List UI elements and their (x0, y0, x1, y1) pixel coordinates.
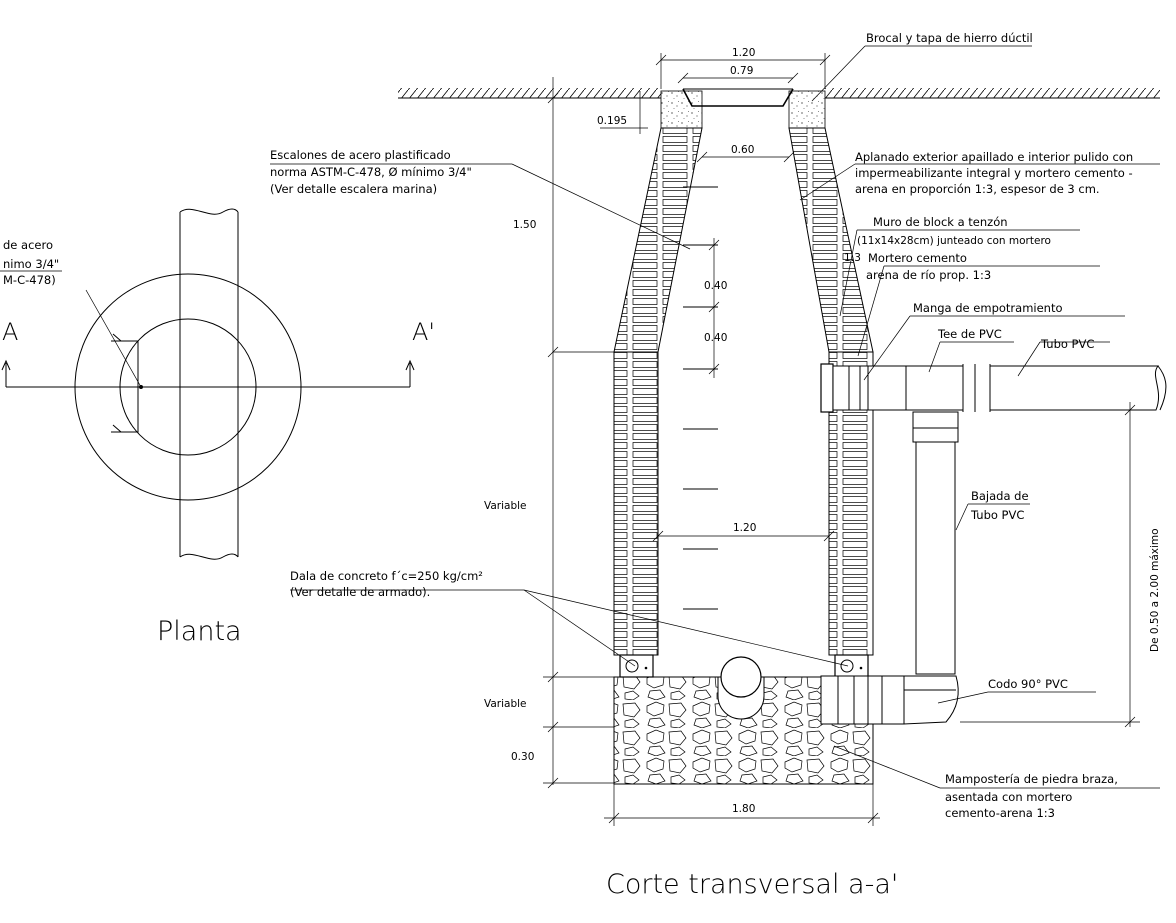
label-drop-pipe-1: Bajada de (971, 489, 1029, 503)
ladder-steps (683, 186, 718, 610)
label-pipe: Tubo PVC (1040, 337, 1094, 351)
dim-neck-opening: 0.60 (731, 144, 754, 156)
tee-body (832, 365, 964, 411)
ground-hatch-right (825, 88, 1160, 98)
label-steps-1: Escalones de acero plastificado (270, 148, 451, 162)
dim-drop-height: De 0.50 a 2.00 máximo (1149, 528, 1161, 652)
dim-base-height: Variable (484, 698, 527, 710)
drop-pipe (915, 441, 956, 675)
dimension-lines (543, 53, 1140, 826)
tee-branch (912, 411, 959, 443)
plan-title: Planta (157, 616, 242, 647)
label-block-wall-3: 1:3 (844, 252, 861, 264)
elbow-inlet (820, 675, 905, 725)
plan-steps (111, 333, 139, 433)
pvc-pipe-horizontal (990, 365, 1160, 411)
label-steps-2: norma ASTM-C-478, Ø mínimo 3/4" (270, 165, 472, 179)
cover-frame-right (788, 90, 826, 129)
dim-shaft-height: Variable (484, 500, 527, 512)
cover-frame-left (660, 90, 703, 129)
shaft-wall-left (613, 351, 659, 656)
label-block-wall-1: Muro de block a tenzón (873, 215, 1008, 229)
label-tee: Tee de PVC (937, 327, 1002, 341)
label-masonry-3: cemento-arena 1:3 (945, 806, 1055, 820)
label-plaster-2: impermeabilizante integral y mortero cem… (855, 166, 1133, 180)
label-drop-pipe-2: Tubo PVC (970, 508, 1024, 522)
section-view: 1.20 0.79 0.195 0.60 1.50 0.40 0.40 1.20… (270, 31, 1167, 900)
dim-shaft-width: 1.20 (733, 522, 756, 534)
label-mortar-1: Mortero cemento (868, 251, 967, 265)
label-beam-2: (Ver detalle de armado). (290, 585, 430, 599)
concrete-beam-right (834, 654, 869, 678)
label-cover: Brocal y tapa de hierro dúctil (866, 31, 1033, 45)
label-masonry-2: asentada con mortero (945, 790, 1072, 804)
dim-slab-height: 0.30 (511, 751, 534, 763)
dim-cover-outer: 1.20 (732, 47, 755, 59)
plan-section-right: A' (412, 318, 435, 346)
plan-note-1: de acero (3, 238, 53, 252)
outlet-pipe (720, 656, 762, 698)
dim-base-width: 1.80 (732, 803, 755, 815)
dim-cover-inner: 0.79 (730, 65, 753, 77)
plan-note-leader (85, 289, 142, 388)
label-plaster-1: Aplanado exterior apaillado e interior p… (855, 150, 1133, 164)
dim-step-spacing-1: 0.40 (704, 280, 727, 292)
label-sleeve: Manga de empotramiento (913, 301, 1063, 315)
label-block-wall-2: (11x14x28cm) junteado con mortero (857, 235, 1051, 247)
ground-hatch-left (398, 88, 661, 98)
label-masonry-1: Mampostería de piedra braza, (945, 772, 1118, 786)
cone-wall-left (613, 127, 703, 353)
label-mortar-2: arena de río prop. 1:3 (866, 268, 991, 282)
label-steps-3: (Ver detalle escalera marina) (270, 182, 437, 196)
sleeve-fitting (820, 363, 834, 413)
plan-view: A A' de acero nimo 3/4" M-C-478) Planta (0, 208, 435, 647)
label-elbow: Codo 90° PVC (988, 677, 1068, 691)
plan-section-left: A (2, 318, 18, 346)
elbow-90 (903, 675, 959, 725)
section-cut-line (1, 359, 415, 389)
dim-cone-height: 1.50 (513, 219, 536, 231)
ductile-iron-lid (682, 88, 794, 107)
dim-neck-height: 0.195 (597, 115, 627, 127)
section-title: Corte transversal a-a' (606, 869, 898, 900)
concrete-beam-left (619, 654, 654, 678)
label-plaster-3: arena en proporción 1:3, espesor de 3 cm… (855, 182, 1100, 196)
plan-pipe (179, 208, 239, 560)
leader-lines (270, 45, 1160, 789)
plan-note-3: M-C-478) (3, 273, 56, 287)
dim-step-spacing-2: 0.40 (704, 332, 727, 344)
pvc-piping (820, 363, 1167, 725)
plan-note-2: nimo 3/4" (3, 257, 59, 271)
label-beam-1: Dala de concreto f´c=250 kg/cm² (290, 569, 483, 583)
